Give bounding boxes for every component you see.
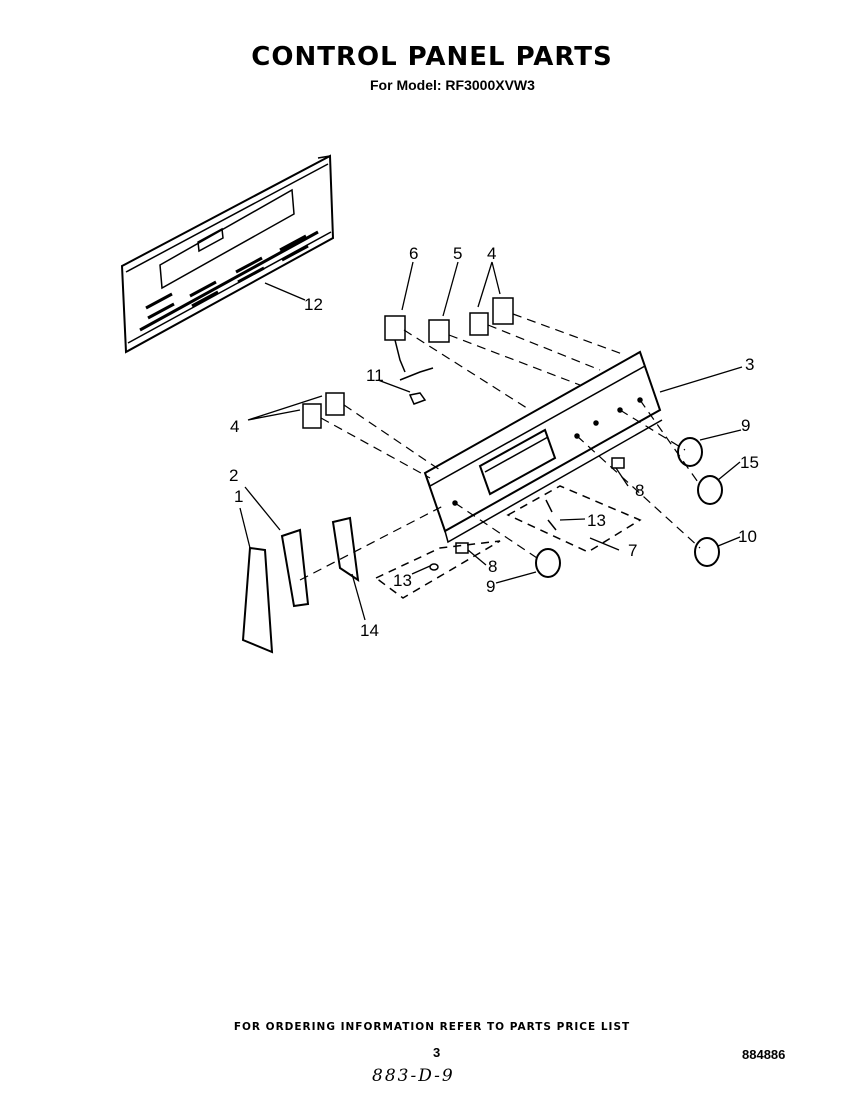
callout-14: 14 bbox=[360, 621, 379, 640]
callout-2: 2 bbox=[229, 466, 238, 485]
page-number: 3 bbox=[433, 1045, 441, 1060]
callout-labels: 1 2 3 4 4 5 6 7 8 8 9 9 10 11 12 13 13 1… bbox=[229, 244, 759, 640]
rear-panel-part bbox=[120, 154, 335, 354]
callout-6: 6 bbox=[409, 244, 418, 263]
callout-1: 1 bbox=[234, 487, 243, 506]
callout-15: 15 bbox=[740, 453, 759, 472]
knobs-parts bbox=[535, 437, 723, 578]
callout-4-left: 4 bbox=[230, 417, 239, 436]
small-fastener-parts bbox=[429, 457, 625, 571]
leader-lines bbox=[239, 261, 743, 621]
callout-13-left: 13 bbox=[393, 571, 412, 590]
callout-3: 3 bbox=[745, 355, 754, 374]
callout-12: 12 bbox=[304, 295, 323, 314]
page-title: CONTROL PANEL PARTS bbox=[251, 42, 613, 72]
callout-4-top: 4 bbox=[487, 244, 496, 263]
top-switches-parts bbox=[384, 297, 514, 373]
dashed-group-7 bbox=[374, 485, 642, 599]
callout-11: 11 bbox=[366, 366, 384, 385]
assembly-lines bbox=[299, 313, 701, 581]
left-switches-parts bbox=[302, 392, 345, 429]
callout-9-top: 9 bbox=[741, 416, 750, 435]
callout-7: 7 bbox=[628, 541, 637, 560]
callout-13-right: 13 bbox=[587, 511, 606, 530]
callout-8-right: 8 bbox=[635, 481, 644, 500]
callout-9-bottom: 9 bbox=[486, 577, 495, 596]
callout-5: 5 bbox=[453, 244, 462, 263]
handwritten-note: 883-D-9 bbox=[372, 1066, 455, 1086]
callout-8-left: 8 bbox=[488, 557, 497, 576]
document-number: 884886 bbox=[742, 1047, 786, 1062]
callout-10: 10 bbox=[738, 527, 757, 546]
model-subtitle: For Model: RF3000XVW3 bbox=[370, 77, 535, 93]
side-brackets-parts bbox=[241, 516, 360, 654]
wire-clip-part bbox=[399, 367, 434, 405]
ordering-info-note: FOR ORDERING INFORMATION REFER TO PARTS … bbox=[233, 1021, 631, 1033]
